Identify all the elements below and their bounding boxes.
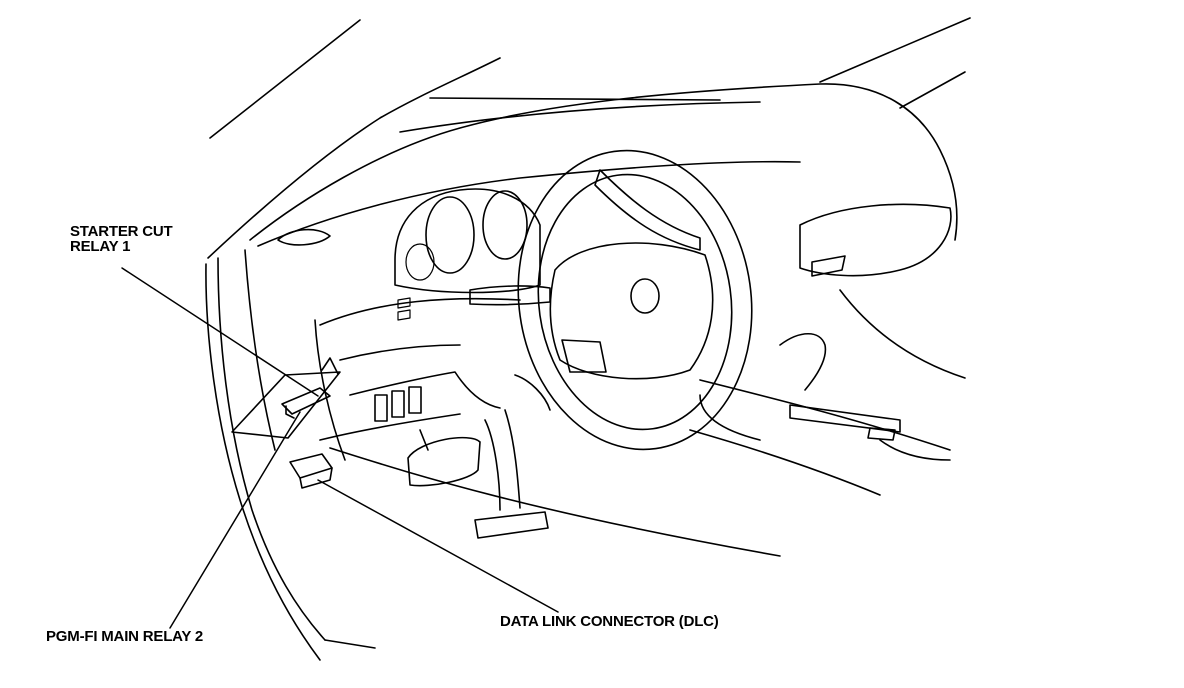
leader-data-link-connector	[317, 479, 559, 613]
relay-components	[231, 357, 341, 489]
leader-lines	[121, 267, 559, 629]
steering-wheel	[469, 149, 753, 451]
leader-pgm-fi-main-relay	[169, 411, 301, 629]
pedals	[407, 409, 549, 539]
label-starter-cut-relay: STARTER CUT RELAY 1	[70, 224, 173, 254]
label-pgm-fi-main-relay: PGM-FI MAIN RELAY 2	[46, 628, 204, 645]
lower-dash	[244, 249, 781, 557]
leader-starter-cut-relay	[121, 267, 319, 397]
dashboard-top	[249, 83, 958, 247]
passenger-dash	[689, 203, 966, 496]
label-starter-cut-relay-line1: STARTER CUT	[70, 223, 173, 240]
instrument-cluster	[394, 188, 541, 321]
label-starter-cut-relay-line2: RELAY 1	[70, 238, 131, 255]
label-data-link-connector: DATA LINK CONNECTOR (DLC)	[500, 613, 719, 630]
windshield-pillar	[205, 17, 971, 661]
